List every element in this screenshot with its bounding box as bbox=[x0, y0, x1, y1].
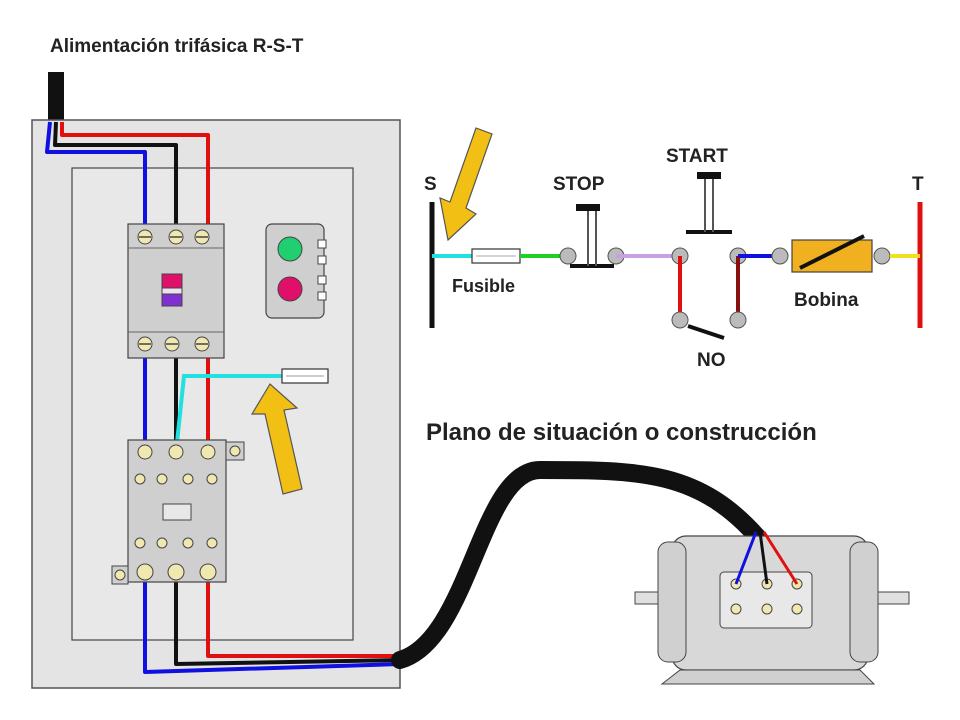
enclosure bbox=[31, 119, 401, 689]
label-stop: STOP bbox=[553, 174, 605, 195]
arrow-icon bbox=[439, 127, 493, 242]
label-no: NO bbox=[697, 350, 726, 371]
wire-red-supply bbox=[60, 122, 210, 232]
plan-title: Plano de situación o construcción bbox=[426, 419, 817, 446]
start-button-head bbox=[697, 172, 721, 179]
button-station bbox=[265, 223, 327, 319]
label-s: S bbox=[424, 174, 437, 195]
control-schematic: S T Fusible STOP START NO bbox=[424, 146, 924, 371]
contactor bbox=[111, 439, 245, 585]
supply-title: Alimentación trifásica R-S-T bbox=[50, 36, 304, 57]
label-start: START bbox=[666, 146, 728, 167]
motor bbox=[634, 531, 910, 685]
motor-wire-red bbox=[762, 531, 799, 585]
label-coil: Bobina bbox=[794, 290, 859, 311]
label-t: T bbox=[912, 174, 924, 195]
motor-wire-black bbox=[758, 531, 769, 585]
wire-blue-supply bbox=[45, 121, 147, 232]
wire-red-out bbox=[206, 572, 400, 658]
breaker-terminals-top bbox=[137, 229, 210, 245]
wire-black-supply bbox=[53, 121, 178, 232]
control-wire bbox=[174, 374, 282, 453]
supply-cable bbox=[48, 72, 64, 122]
circuit-breaker bbox=[127, 223, 225, 359]
arrow-icon bbox=[250, 383, 303, 495]
wire-black-out bbox=[174, 572, 401, 666]
stop-button-head bbox=[576, 204, 600, 211]
breaker-toggle-top bbox=[161, 273, 183, 289]
red-button bbox=[277, 276, 303, 302]
contactor-terminals-bottom bbox=[136, 563, 217, 581]
motor-cable bbox=[391, 460, 769, 669]
breaker-toggle-bottom bbox=[161, 293, 183, 307]
contactor-window bbox=[162, 503, 192, 521]
green-button bbox=[277, 236, 303, 262]
label-fuse: Fusible bbox=[452, 276, 515, 296]
motor-wire-blue bbox=[734, 531, 758, 585]
contactor-terminals-top bbox=[137, 444, 216, 460]
wire-blue-out bbox=[143, 572, 401, 674]
breaker-toggle-mid bbox=[161, 287, 183, 295]
